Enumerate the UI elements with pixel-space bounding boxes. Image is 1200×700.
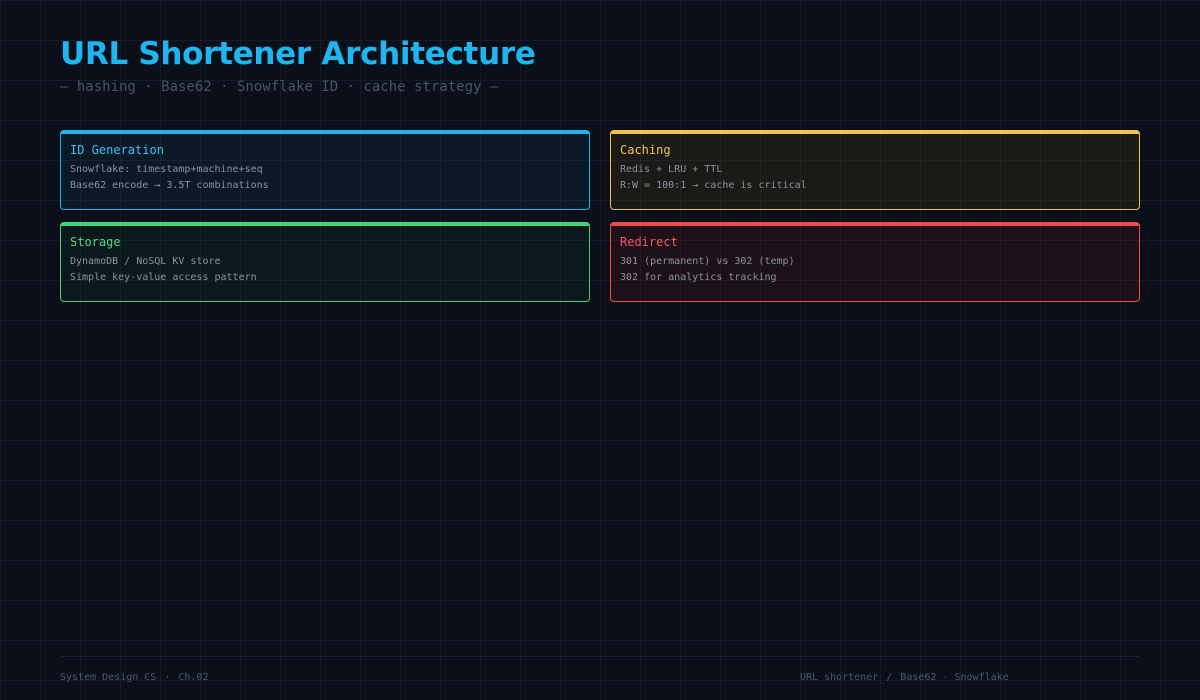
card-line: Simple key-value access pattern: [70, 272, 257, 283]
footer-chapter: Ch.02: [178, 672, 209, 683]
footer-topic: URL shortener: [800, 672, 879, 683]
card-line: 301 (permanent) vs 302 (temp): [620, 256, 795, 267]
footer-course: System Design CS: [60, 672, 157, 683]
card-title: ID Generation: [70, 143, 164, 157]
card-id-generation: ID Generation Snowflake: timestamp+machi…: [60, 130, 590, 210]
card-line: 302 for analytics tracking: [620, 272, 777, 283]
card-storage: Storage DynamoDB / NoSQL KV store Simple…: [60, 222, 590, 302]
page-subtitle: — hashing · Base62 · Snowflake ID · cach…: [60, 79, 499, 95]
footer-separator: ·: [164, 672, 171, 683]
footer-keywords: Base62 · Snowflake: [900, 672, 1009, 683]
footer-divider: [60, 656, 1140, 657]
card-title: Storage: [70, 235, 121, 249]
card-line: Redis + LRU + TTL: [620, 164, 723, 175]
footer-right: URL shortener / Base62 · Snowflake: [800, 672, 1009, 683]
card-line: Snowflake: timestamp+machine+seq: [70, 164, 263, 175]
footer-separator: /: [886, 672, 893, 683]
card-redirect: Redirect 301 (permanent) vs 302 (temp) 3…: [610, 222, 1140, 302]
card-title: Redirect: [620, 235, 678, 249]
page-title: URL Shortener Architecture: [60, 36, 536, 72]
footer-left: System Design CS · Ch.02: [60, 672, 208, 683]
card-caching: Caching Redis + LRU + TTL R:W = 100:1 → …: [610, 130, 1140, 210]
card-line: DynamoDB / NoSQL KV store: [70, 256, 221, 267]
card-line: Base62 encode → 3.5T combinations: [70, 180, 269, 191]
card-title: Caching: [620, 143, 671, 157]
card-line: R:W = 100:1 → cache is critical: [620, 180, 807, 191]
